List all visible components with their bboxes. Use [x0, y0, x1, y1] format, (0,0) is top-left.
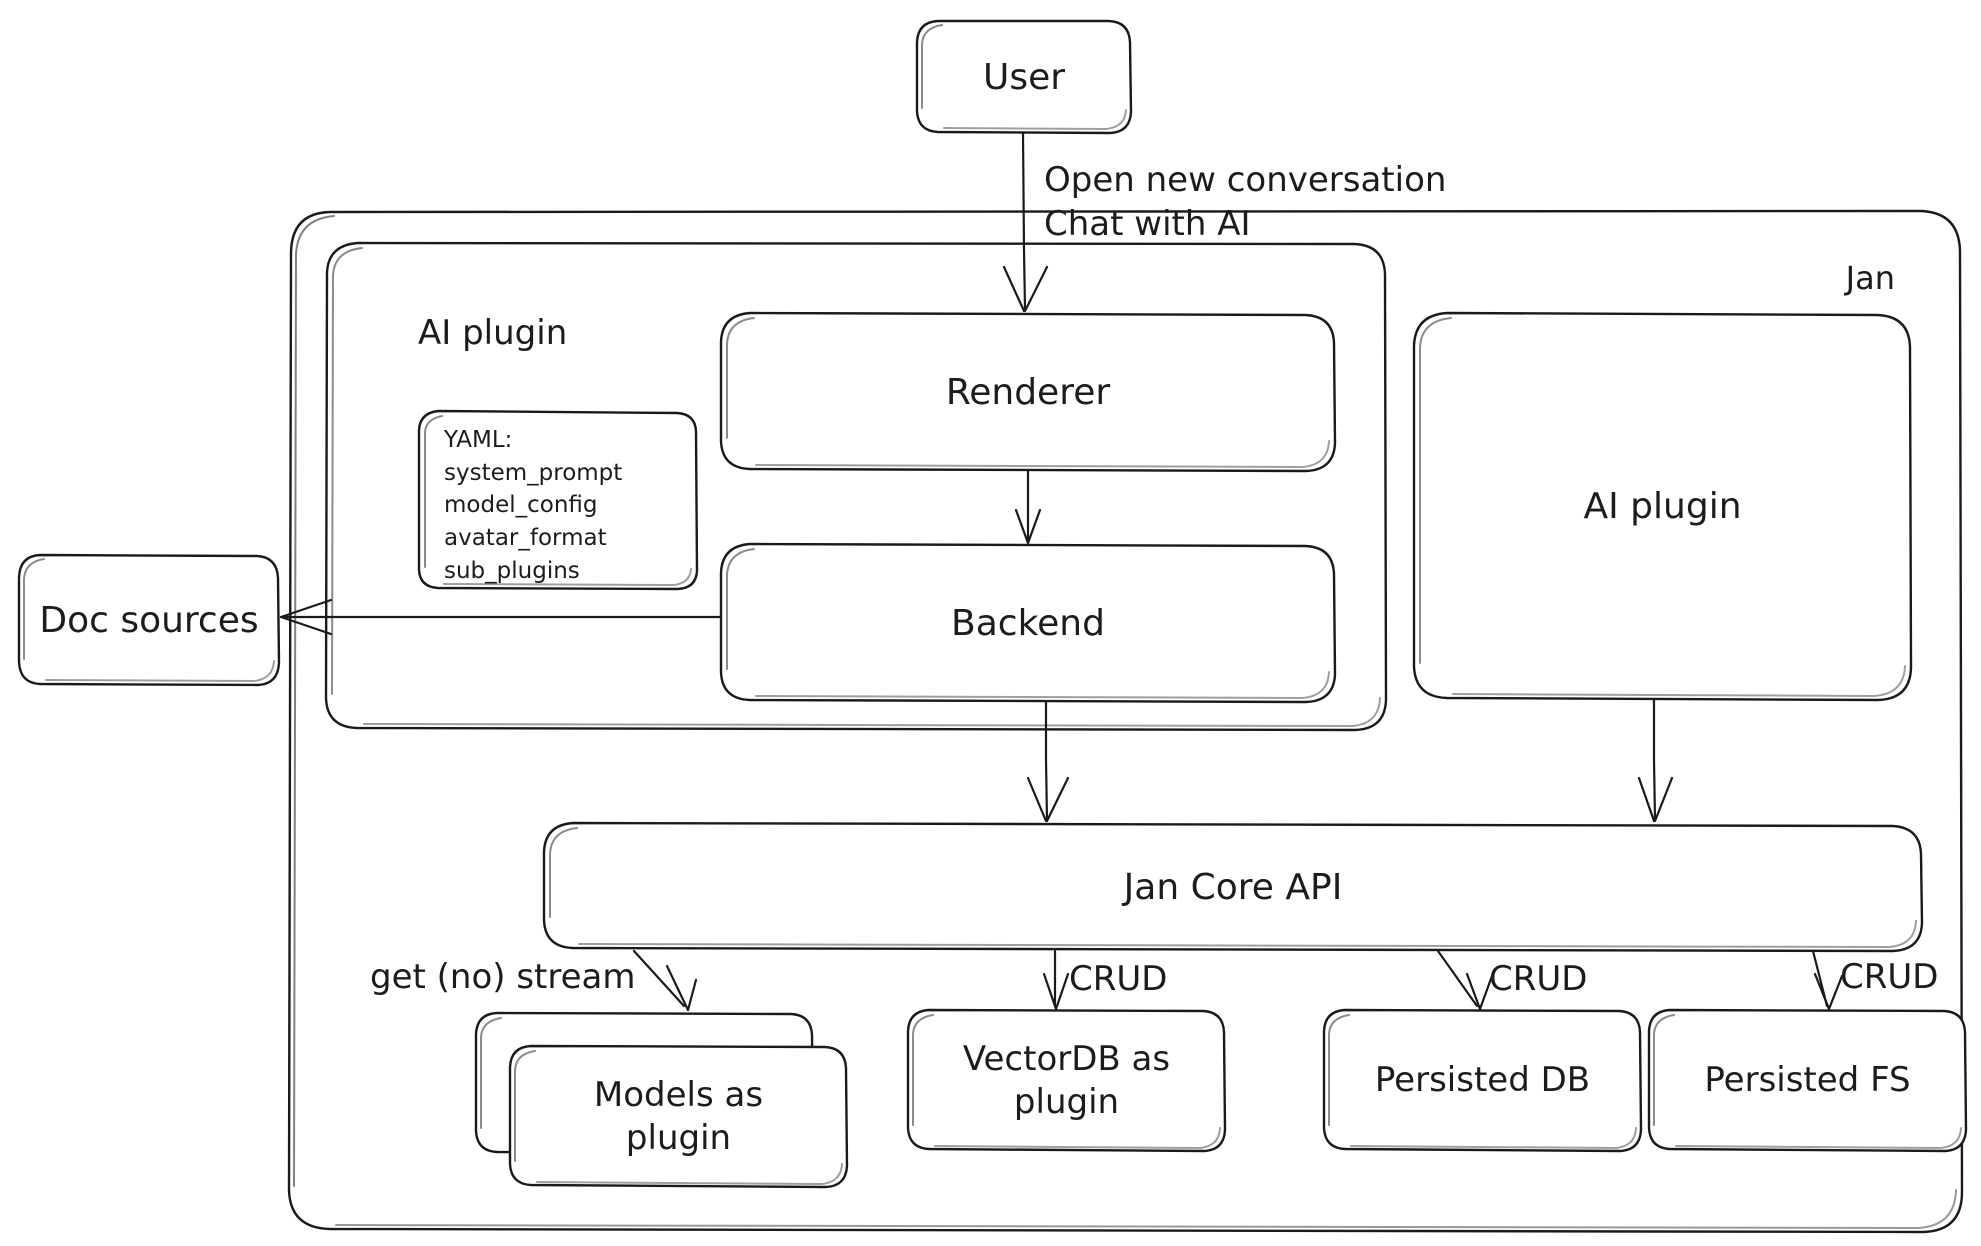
node-ai-plugin-right-label[interactable]: AI plugin — [1583, 486, 1742, 527]
edge-backend-core-arrow — [1026, 700, 1070, 823]
edge-label-open-new-conversation: Open new conversation Chat with AI — [1044, 160, 1447, 245]
node-renderer-label[interactable]: Renderer — [945, 371, 1111, 413]
node-vectordb-plugin-label[interactable]: VectorDB as plugin — [962, 1039, 1171, 1122]
node-persisted-db-label[interactable]: Persisted DB — [1374, 1060, 1591, 1101]
container-ai-plugin-group-title: AI plugin — [418, 313, 568, 353]
node-models-plugin-label[interactable]: Models as plugin — [593, 1075, 764, 1158]
edge-core-vectordb-arrow — [1042, 949, 1070, 1011]
edge-backend-doc-sources-arrow — [279, 598, 723, 636]
edge-core-fs-arrow — [1811, 949, 1844, 1011]
edge-label-crud-vectordb: CRUD — [1069, 959, 1168, 999]
node-doc-sources-label[interactable]: Doc sources — [39, 599, 259, 641]
node-persisted-fs-label[interactable]: Persisted FS — [1704, 1060, 1911, 1101]
edge-label-crud-db: CRUD — [1489, 959, 1588, 999]
edge-aiplugin-core-arrow — [1637, 698, 1674, 823]
node-backend-label[interactable]: Backend — [951, 602, 1105, 644]
edge-core-db-arrow — [1436, 949, 1494, 1011]
node-jan-core-api-label[interactable]: Jan Core API — [1123, 866, 1343, 908]
edge-label-get-no-stream: get (no) stream — [370, 957, 636, 997]
edge-user-renderer-arrow — [1002, 131, 1049, 313]
yaml-card-text[interactable]: YAML: system_prompt model_config avatar_… — [444, 427, 623, 584]
edge-label-crud-fs: CRUD — [1840, 957, 1939, 997]
container-jan-title: Jan — [1845, 259, 1895, 297]
edge-renderer-backend-arrow — [1014, 469, 1042, 545]
node-user-label[interactable]: User — [982, 56, 1066, 98]
